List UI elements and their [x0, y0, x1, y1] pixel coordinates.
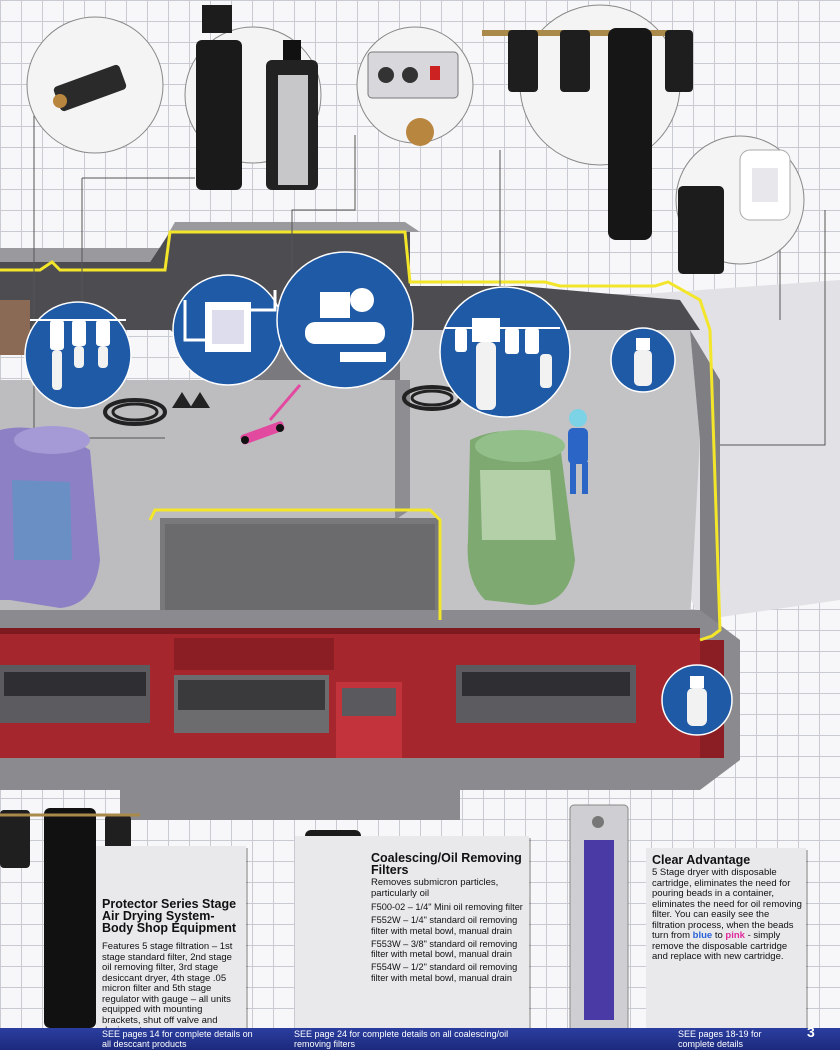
- protector-see-link: SEE pages 14 for complete details on all…: [102, 1029, 253, 1049]
- inset-regulator-lubricator: [184, 5, 322, 190]
- coalescing-spec-3: F553W – 3/8" standard oil removing filte…: [371, 938, 518, 960]
- clear-body: 5 Stage dryer with disposable cartridge,…: [652, 867, 802, 963]
- clear-body-a: 5 Stage dryer with disposable cartridge,…: [652, 867, 802, 941]
- clear-body-b: to: [714, 930, 723, 941]
- coalescing-spec-1: F500-02 – 1/4" Mini oil removing filter: [371, 902, 523, 912]
- air-line: [0, 230, 722, 642]
- badge-filters-left: [24, 301, 132, 409]
- badge-drop-filter: [661, 664, 733, 736]
- inset-drain-valve: [356, 26, 474, 146]
- clear-advantage-card: Clear Advantage 5 Stage dryer with dispo…: [646, 848, 806, 1028]
- coalescing-intro: Removes submicron particles, particularl…: [371, 877, 499, 899]
- clear-body-c: - simply remove the disposable cartridge…: [652, 930, 788, 962]
- coalescing-filters-card: Coalescing/Oil Removing Filters Removes …: [295, 836, 529, 1032]
- coalescing-see-link: SEE page 24 for complete details on all …: [294, 1029, 509, 1049]
- inset-filter-bank: [482, 4, 693, 240]
- team-photo: [0, 300, 30, 355]
- green-car: [467, 430, 575, 605]
- inset-clear-regulator: [675, 135, 805, 274]
- coalescing-spec-4: F554W – 1/2" standard oil removing filte…: [371, 962, 518, 983]
- badge-filters-right: [439, 286, 571, 418]
- clear-see-link: SEE pages 18-19 for complete details: [678, 1029, 762, 1049]
- badge-dryer: [172, 274, 284, 386]
- coalescing-spec-2: F552W – 1/4" standard oil removing filte…: [371, 915, 518, 936]
- protector-series-card: Protector Series Stage Air Drying System…: [96, 846, 246, 1036]
- badge-compressor: [276, 251, 414, 389]
- clear-word-pink: pink: [725, 930, 745, 941]
- purple-car: [0, 426, 100, 608]
- jack-stands: [172, 392, 210, 408]
- footer-band: [0, 1028, 840, 1050]
- page-number: 3: [807, 1024, 815, 1040]
- badge-clear-dryer: [610, 327, 676, 393]
- clear-title: Clear Advantage: [652, 853, 751, 867]
- protector-body: Features 5 stage filtration – 1st stage …: [102, 941, 233, 1035]
- clear-word-blue: blue: [692, 930, 713, 941]
- inset-fitting: [26, 16, 164, 154]
- coalescing-title: Coalescing/Oil Removing Filters: [371, 851, 522, 877]
- air-hose-coil: [103, 398, 167, 426]
- protector-title: Protector Series Stage Air Drying System…: [102, 897, 237, 935]
- painter-figure: [568, 409, 588, 494]
- floor-jack: [240, 384, 302, 445]
- clear-advantage-image: [569, 804, 629, 1036]
